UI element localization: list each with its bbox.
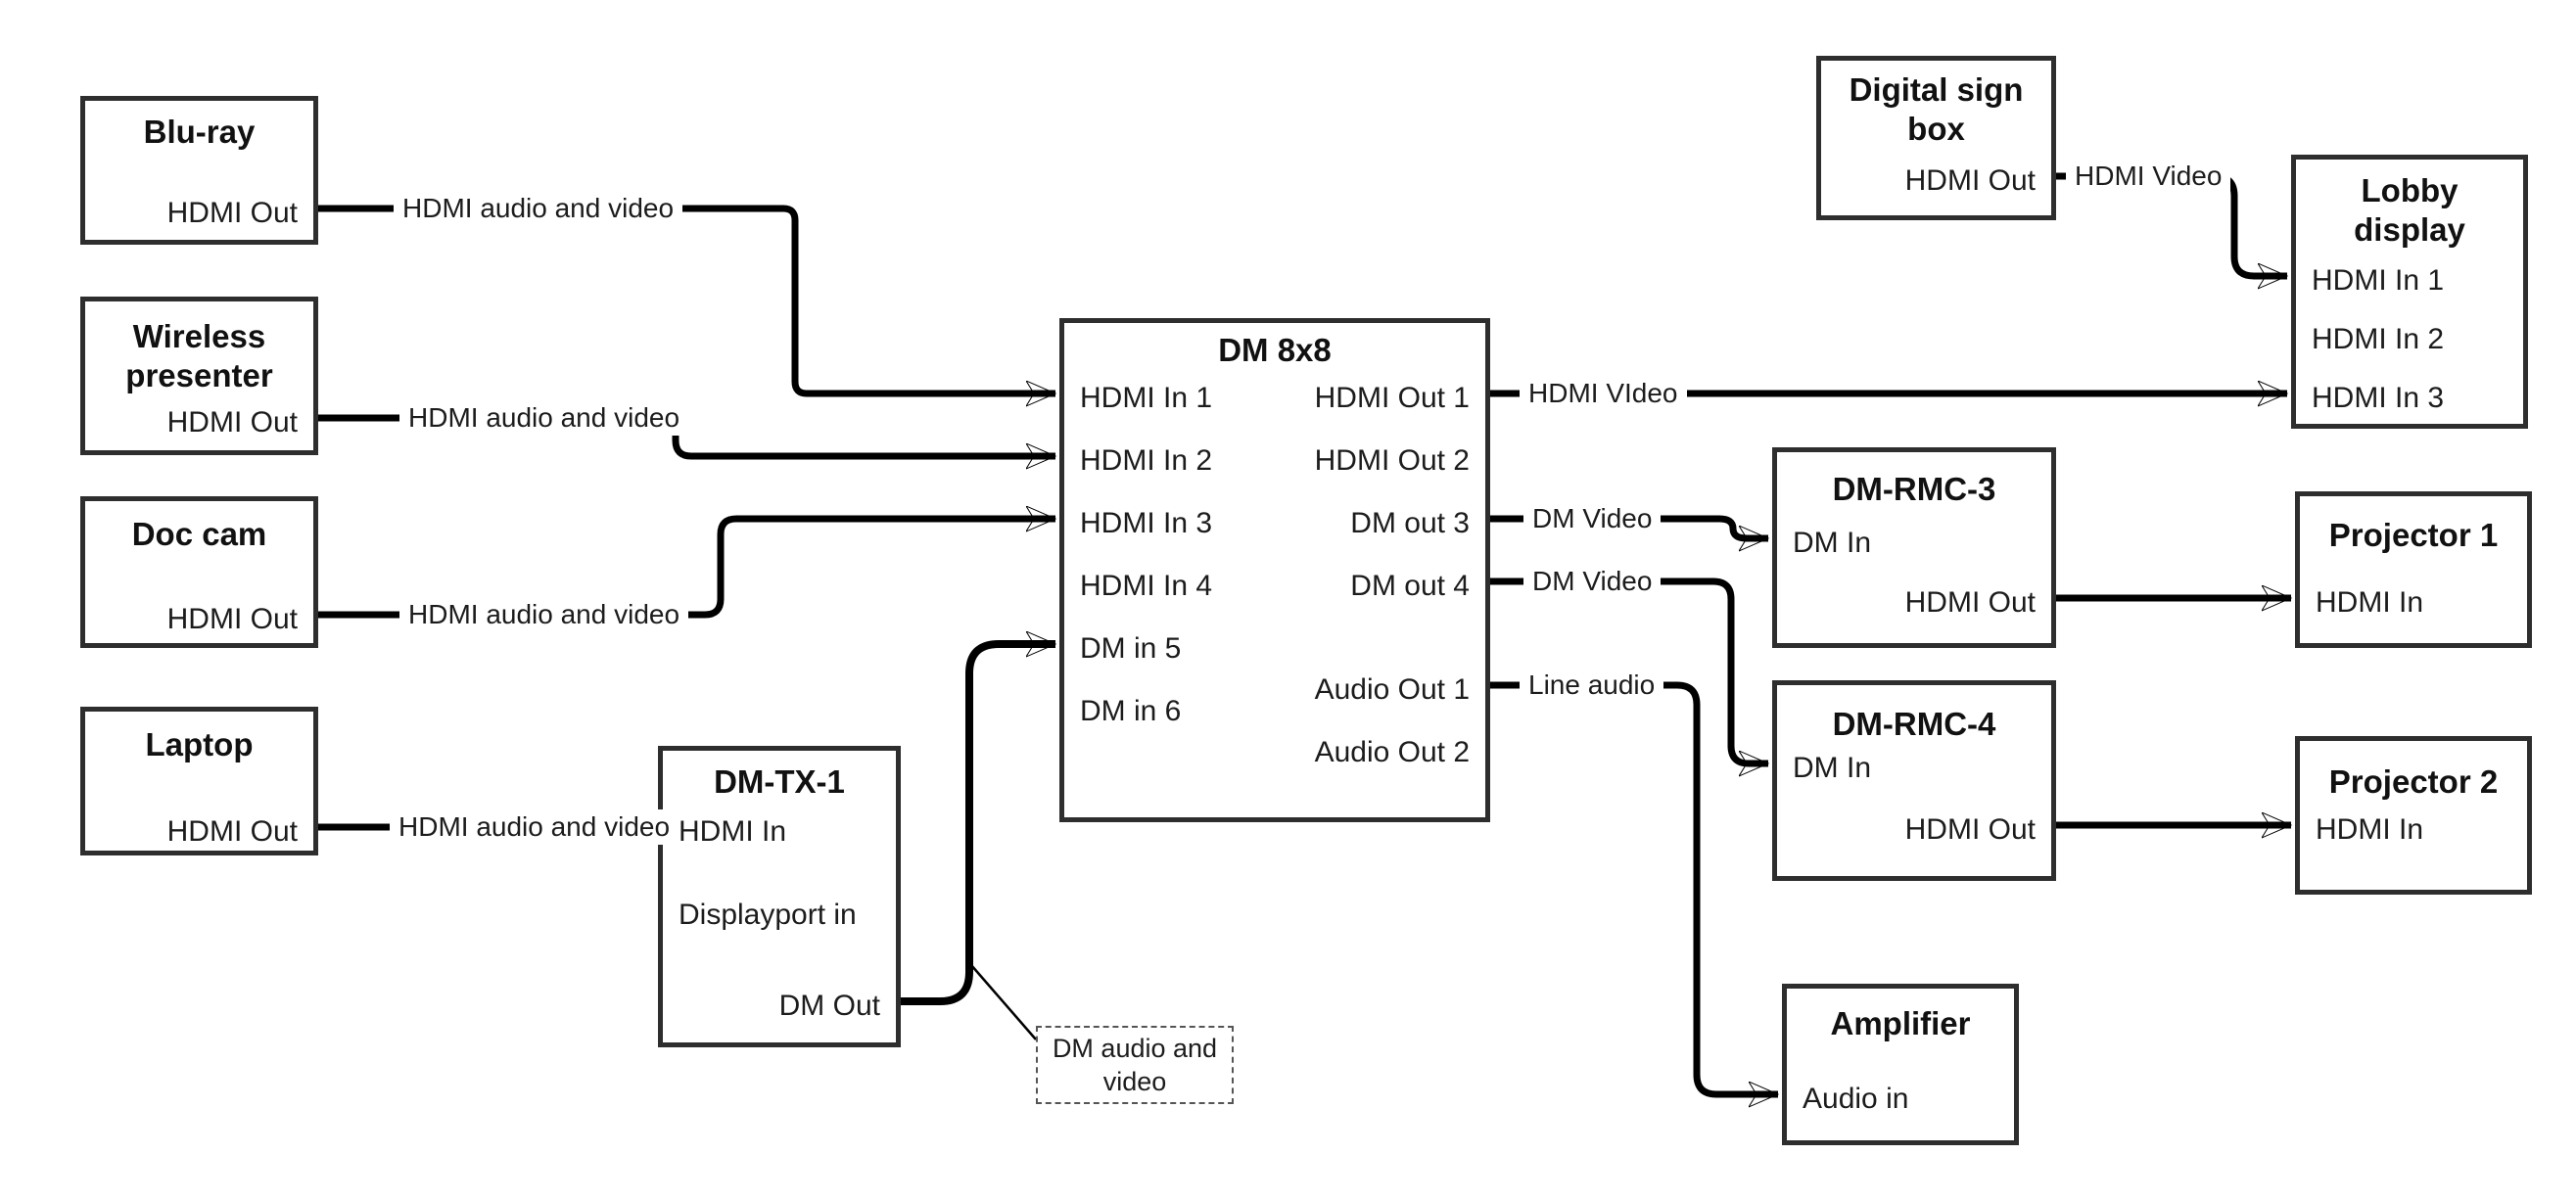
port-dm8x8-dm-in-5: DM in 5 bbox=[1080, 632, 1182, 665]
node-title: Blu-ray bbox=[143, 114, 256, 150]
port-dmtx1-displayport-in: Displayport in bbox=[679, 899, 857, 931]
port-lobby-hdmi-in-3: HDMI In 3 bbox=[2312, 382, 2445, 414]
node-title: DM-TX-1 bbox=[714, 763, 845, 800]
port-doccam-hdmi-out: HDMI Out bbox=[166, 603, 298, 635]
port-bluray-hdmi-out: HDMI Out bbox=[166, 197, 298, 229]
port-dm8x8-audio-out-2: Audio Out 2 bbox=[1314, 736, 1470, 768]
port-lobby-hdmi-in-1: HDMI In 1 bbox=[2312, 264, 2445, 297]
port-dm8x8-hdmi-in-4: HDMI In 4 bbox=[1080, 570, 1213, 602]
port-laptop-hdmi-out: HDMI Out bbox=[166, 815, 298, 848]
port-dmtx1-dm-out: DM Out bbox=[778, 990, 880, 1022]
wire-label-bluray: HDMI audio and video bbox=[394, 191, 683, 226]
node-wireless-presenter: Wireless presenter HDMI Out bbox=[80, 297, 318, 455]
port-dm8x8-hdmi-in-1: HDMI In 1 bbox=[1080, 382, 1213, 414]
wire-label-laptop: HDMI audio and video bbox=[390, 809, 679, 845]
node-projector-2: Projector 2 HDMI In bbox=[2295, 736, 2532, 895]
wire-doccam-to-dm8x8-hdmi-in-3 bbox=[318, 519, 1055, 619]
node-dm-rmc-3: DM-RMC-3 DM In HDMI Out bbox=[1772, 447, 2056, 648]
node-title-text: Digital sign box bbox=[1849, 71, 2024, 147]
wire-label-doccam: HDMI audio and video bbox=[399, 597, 689, 632]
wire-label-sign-hdmi-video: HDMI Video bbox=[2066, 159, 2231, 194]
node-doc-cam: Doc cam HDMI Out bbox=[80, 496, 318, 648]
node-title: Projector 2 bbox=[2328, 763, 2499, 800]
node-title: Laptop bbox=[145, 726, 254, 762]
node-title: Lobby display bbox=[2296, 171, 2523, 250]
node-title-text: Wireless presenter bbox=[125, 318, 273, 393]
node-lobby-display: Lobby display HDMI In 1 HDMI In 2 HDMI I… bbox=[2291, 155, 2528, 429]
wire-label-wireless: HDMI audio and video bbox=[399, 400, 689, 436]
node-bluray: Blu-ray HDMI Out bbox=[80, 96, 318, 245]
node-title: DM 8x8 bbox=[1218, 332, 1332, 368]
port-proj1-hdmi-in: HDMI In bbox=[2316, 586, 2424, 619]
note-dm-audio-and-video: DM audio and video bbox=[1036, 1026, 1234, 1104]
port-lobby-hdmi-in-2: HDMI In 2 bbox=[2312, 323, 2445, 355]
node-dm-8x8: DM 8x8 HDMI In 1 HDMI In 2 HDMI In 3 HDM… bbox=[1059, 318, 1490, 822]
wire-label-dm-video-rmc4: DM Video bbox=[1523, 564, 1662, 599]
wire-dm8x8-dm-out-3-to-rmc3-dm-in bbox=[1490, 515, 1768, 538]
port-rmc3-hdmi-out: HDMI Out bbox=[1904, 586, 2036, 619]
node-title: Doc cam bbox=[131, 516, 267, 552]
port-amp-audio-in: Audio in bbox=[1803, 1083, 1909, 1115]
node-title: DM-RMC-4 bbox=[1832, 706, 1996, 742]
node-dm-rmc-4: DM-RMC-4 DM In HDMI Out bbox=[1772, 680, 2056, 881]
port-wireless-hdmi-out: HDMI Out bbox=[166, 406, 298, 439]
note-leader-line bbox=[970, 964, 1037, 1040]
node-title: Digital sign box bbox=[1821, 70, 2051, 149]
node-title: DM-RMC-3 bbox=[1832, 471, 1996, 507]
port-dm8x8-dm-out-3: DM out 3 bbox=[1350, 507, 1470, 539]
node-digital-sign-box: Digital sign box HDMI Out bbox=[1816, 56, 2056, 220]
node-title: Amplifier bbox=[1830, 1005, 1971, 1041]
port-dm8x8-hdmi-out-2: HDMI Out 2 bbox=[1314, 444, 1470, 477]
wire-label-line-audio: Line audio bbox=[1520, 668, 1664, 703]
port-dmtx1-hdmi-in: HDMI In bbox=[679, 815, 787, 848]
port-dm8x8-audio-out-1: Audio Out 1 bbox=[1314, 673, 1470, 706]
node-title-text: Lobby display bbox=[2354, 172, 2465, 248]
port-dm8x8-dm-out-4: DM out 4 bbox=[1350, 570, 1470, 602]
wire-label-dm-video-rmc3: DM Video bbox=[1523, 501, 1662, 536]
node-projector-1: Projector 1 HDMI In bbox=[2295, 491, 2532, 648]
port-rmc3-dm-in: DM In bbox=[1793, 527, 1872, 559]
node-title: Wireless presenter bbox=[85, 317, 313, 395]
port-sign-hdmi-out: HDMI Out bbox=[1904, 164, 2036, 197]
node-laptop: Laptop HDMI Out bbox=[80, 707, 318, 855]
wire-bluray-to-dm8x8-hdmi-in-1 bbox=[318, 205, 1055, 393]
node-dm-tx-1: DM-TX-1 HDMI In Displayport in DM Out bbox=[658, 746, 901, 1047]
port-rmc4-hdmi-out: HDMI Out bbox=[1904, 813, 2036, 846]
port-dm8x8-dm-in-6: DM in 6 bbox=[1080, 695, 1182, 727]
wire-label-hdmi-video-lobby: HDMI VIdeo bbox=[1520, 376, 1687, 411]
node-amplifier: Amplifier Audio in bbox=[1782, 984, 2019, 1145]
wire-dm8x8-dm-out-4-to-rmc4-dm-in bbox=[1490, 577, 1768, 763]
node-title: Projector 1 bbox=[2328, 517, 2499, 553]
port-dm8x8-hdmi-in-3: HDMI In 3 bbox=[1080, 507, 1213, 539]
port-proj2-hdmi-in: HDMI In bbox=[2316, 813, 2424, 846]
port-dm8x8-hdmi-out-1: HDMI Out 1 bbox=[1314, 382, 1470, 414]
wire-dmtx1-dmout-to-dm8x8-dm-in-5 bbox=[901, 644, 1055, 1005]
port-dm8x8-hdmi-in-2: HDMI In 2 bbox=[1080, 444, 1213, 477]
note-text: DM audio and video bbox=[1052, 1034, 1218, 1096]
port-rmc4-dm-in: DM In bbox=[1793, 752, 1872, 784]
wire-dm8x8-audio-out-1-to-amp-audio-in bbox=[1490, 681, 1778, 1094]
